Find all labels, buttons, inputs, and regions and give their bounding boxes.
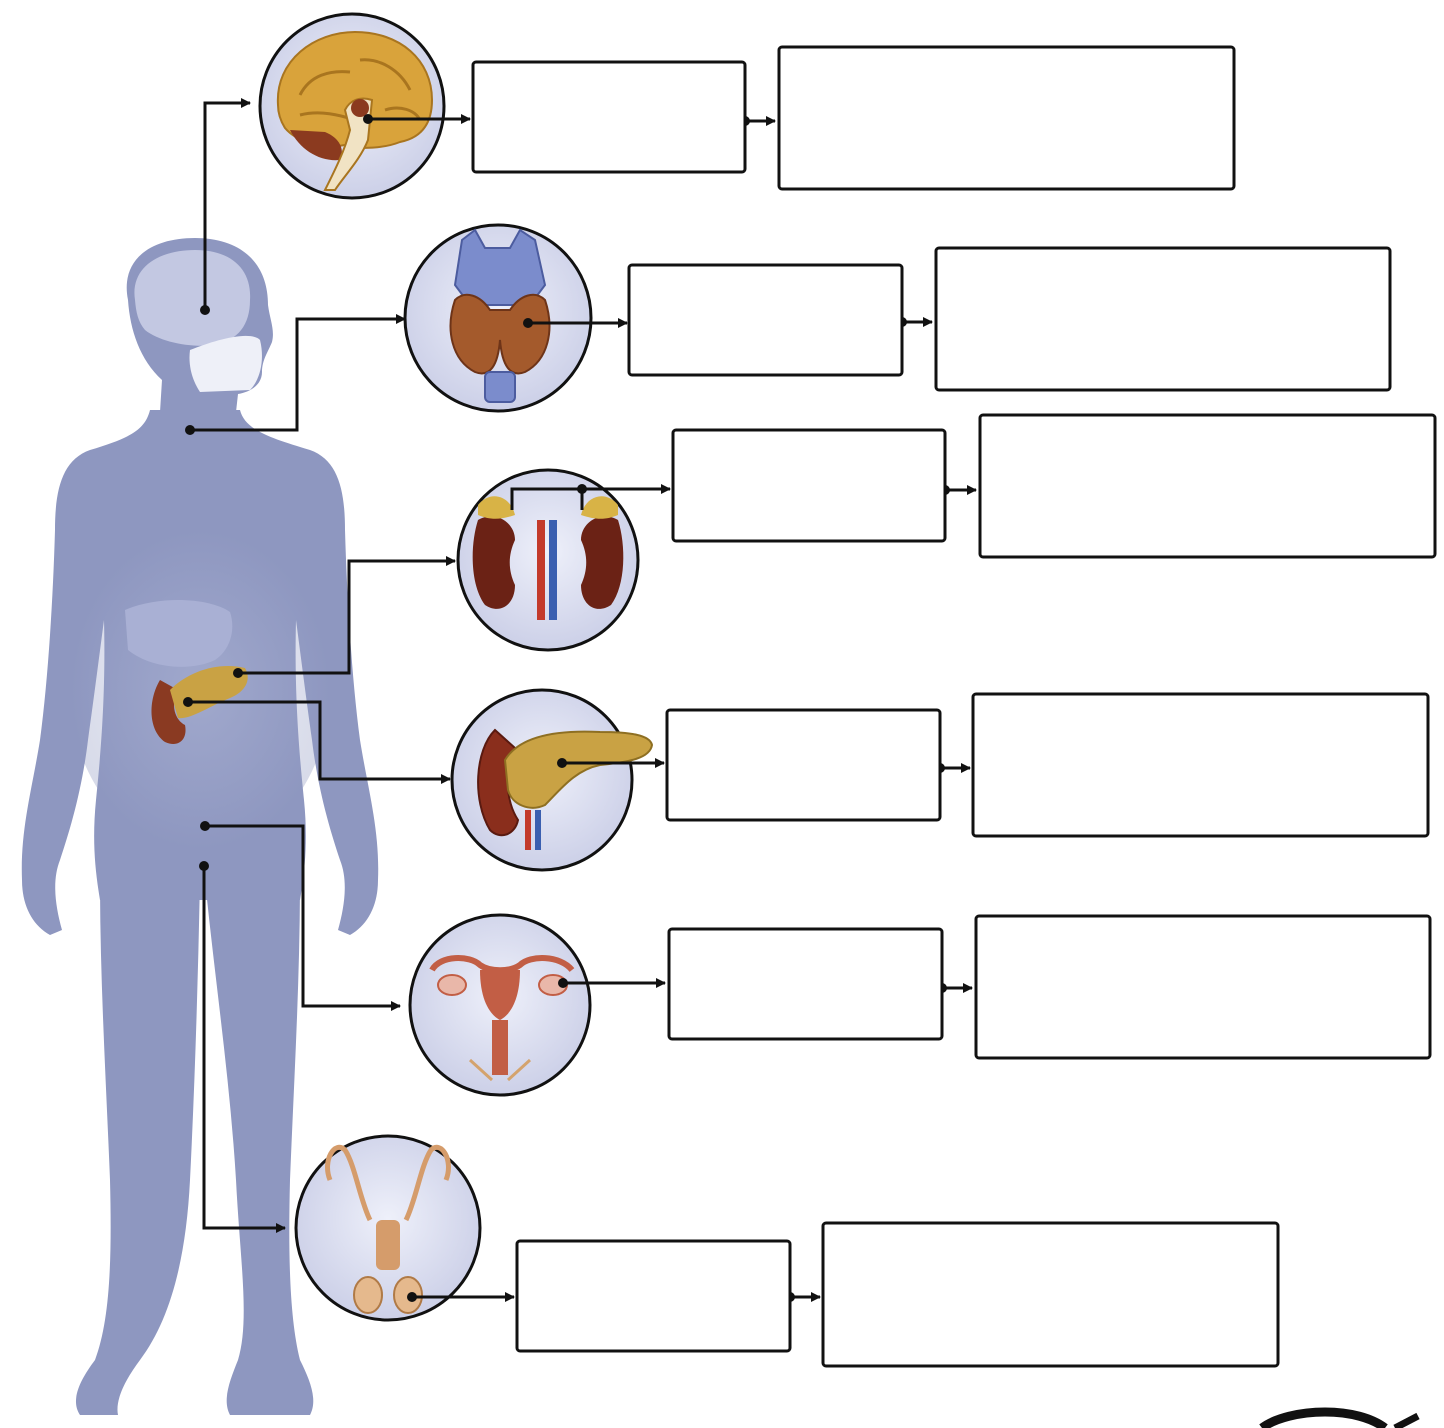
- logo-fragment: [1262, 1412, 1418, 1428]
- function-box-adrenal[interactable]: [980, 415, 1435, 557]
- answer-row-thyroid: [629, 248, 1390, 390]
- left-leg: [76, 880, 200, 1415]
- ovary-circle: [410, 915, 590, 1095]
- answer-row-pancreas: [667, 694, 1428, 836]
- hormone-box-pancreas[interactable]: [667, 710, 940, 820]
- answer-row-brain: [473, 47, 1234, 189]
- hormone-box-adrenal[interactable]: [673, 430, 945, 541]
- pancreas-circle: [452, 690, 652, 870]
- liver: [125, 600, 232, 667]
- adrenal-circle: [458, 470, 638, 650]
- hormone-box-ovary[interactable]: [669, 929, 942, 1039]
- hormone-box-thyroid[interactable]: [629, 265, 902, 375]
- hormone-box-brain[interactable]: [473, 62, 745, 172]
- right-leg: [205, 880, 313, 1415]
- answer-row-ovary: [669, 916, 1430, 1058]
- answer-row-testes: [517, 1223, 1278, 1366]
- brain-circle: [260, 14, 444, 198]
- hormone-box-testes[interactable]: [517, 1241, 790, 1351]
- function-box-testes[interactable]: [823, 1223, 1278, 1366]
- brain-highlight: [134, 250, 250, 346]
- testes-circle: [296, 1136, 480, 1320]
- function-box-brain[interactable]: [779, 47, 1234, 189]
- thyroid-circle: [405, 225, 591, 411]
- function-box-ovary[interactable]: [976, 916, 1430, 1058]
- function-box-pancreas[interactable]: [973, 694, 1428, 836]
- function-box-thyroid[interactable]: [936, 248, 1390, 390]
- answer-row-adrenal: [673, 415, 1435, 557]
